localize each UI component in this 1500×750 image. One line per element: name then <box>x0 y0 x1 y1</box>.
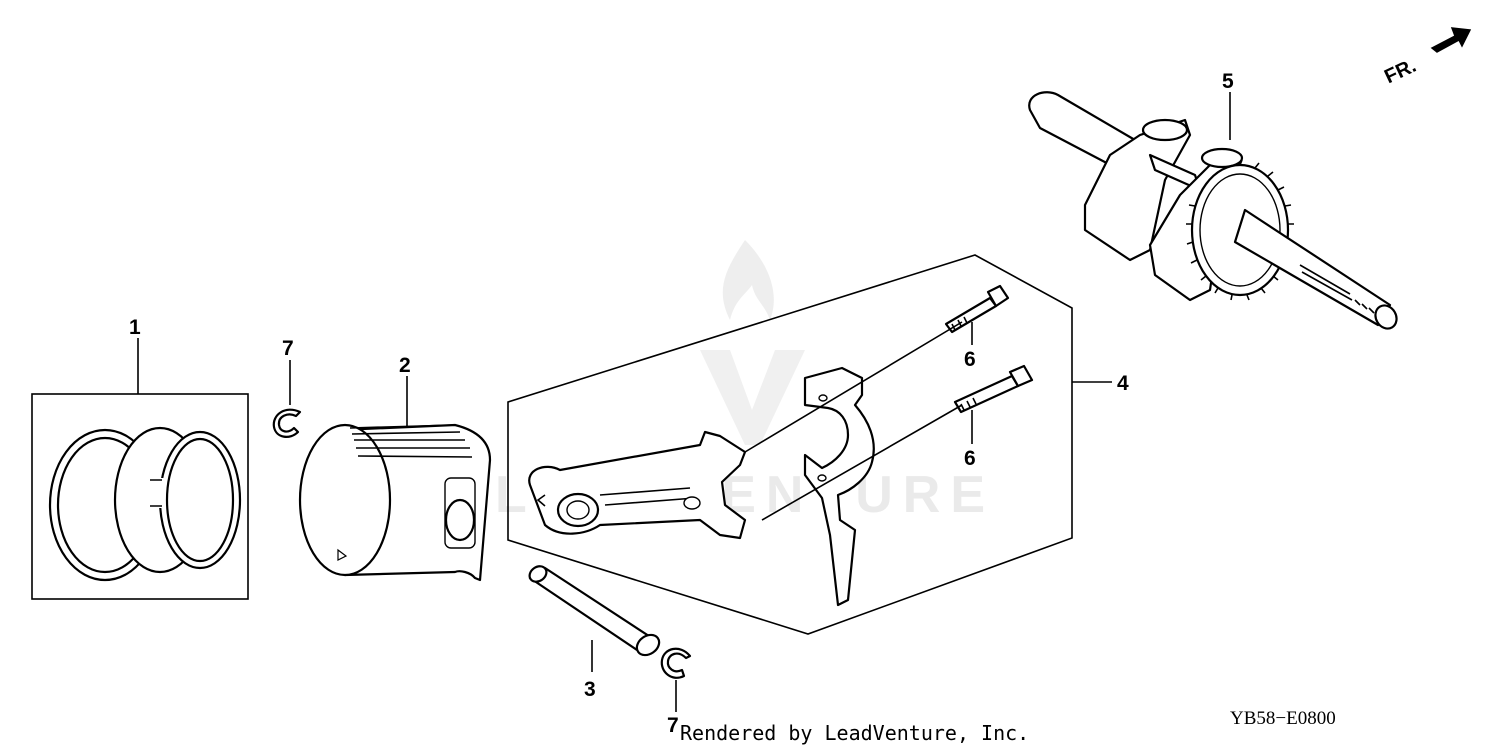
piston-pin[interactable] <box>527 563 663 659</box>
connecting-rod[interactable] <box>528 430 747 540</box>
front-direction-arrow-icon <box>1430 27 1472 53</box>
callout-4: 4 <box>1117 372 1129 395</box>
connecting-rod-group-frame <box>507 254 1073 635</box>
callout-6-lower: 6 <box>964 447 976 470</box>
diagram-code: YB58−E0800 <box>1230 708 1336 729</box>
connecting-rod-bolt-lower[interactable] <box>953 364 1034 414</box>
callout-1: 1 <box>129 316 141 339</box>
piston[interactable] <box>298 423 492 582</box>
callout-7-upper: 7 <box>282 337 294 360</box>
piston-pin-clip-upper[interactable] <box>272 408 302 438</box>
piston-pin-clip-lower[interactable] <box>660 647 692 679</box>
callout-3: 3 <box>584 678 596 701</box>
callout-7-lower: 7 <box>667 714 679 737</box>
callout-2: 2 <box>399 354 411 377</box>
crankshaft[interactable] <box>1028 91 1400 332</box>
connecting-rod-cap[interactable] <box>803 366 875 607</box>
piston-ring-frame <box>31 393 249 600</box>
footer-credit: Rendered by LeadVenture, Inc. <box>680 721 1029 745</box>
callout-5: 5 <box>1222 70 1234 93</box>
callout-6-upper: 6 <box>964 348 976 371</box>
piston-ring-set[interactable] <box>31 393 249 600</box>
watermark-logo <box>700 240 805 445</box>
front-direction-label: FR. <box>1381 55 1419 89</box>
